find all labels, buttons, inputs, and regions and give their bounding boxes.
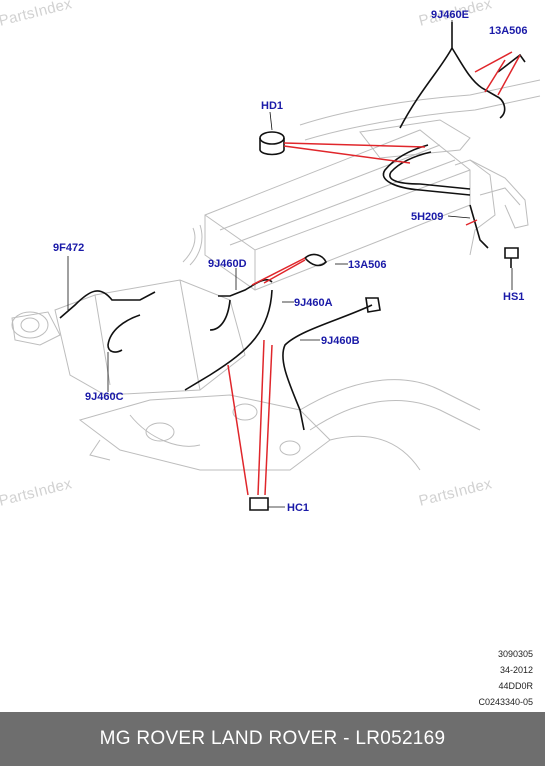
- callout-HS1: HS1: [503, 291, 525, 303]
- callout-9J460A: 9J460A: [294, 297, 333, 309]
- callout-9J460B: 9J460B: [321, 335, 360, 347]
- exhaust-system-drawing: [11, 79, 541, 471]
- exhaust-harness-diagram: [11, 20, 541, 511]
- callout-9J460E: 9J460E: [431, 9, 469, 21]
- callout-9F472: 9F472: [53, 242, 85, 254]
- leader-lines: [227, 51, 521, 496]
- ref-code: C0243340-05: [478, 697, 533, 707]
- ref-code: 3090305: [497, 649, 533, 659]
- callout-5H209: 5H209: [411, 211, 444, 223]
- ref-code: 44DD0R: [498, 681, 533, 691]
- wiring-harness: [59, 22, 526, 511]
- callout-HC1: HC1: [287, 502, 310, 514]
- callout-13A506-mid: 13A506: [348, 259, 387, 271]
- reference-codes: 3090305 34-2012 44DD0R C0243340-05: [478, 646, 533, 710]
- footer-bar: MG ROVER LAND ROVER - LR052169: [0, 712, 545, 766]
- callout-9J460D: 9J460D: [208, 258, 247, 270]
- callout-HD1: HD1: [261, 100, 284, 112]
- callout-9J460C: 9J460C: [85, 391, 124, 403]
- footer-title: MG ROVER LAND ROVER - LR052169: [99, 728, 446, 749]
- callout-leaders: [67, 20, 513, 508]
- callout-13A506-top: 13A506: [489, 25, 528, 37]
- ref-code: 34-2012: [499, 665, 533, 675]
